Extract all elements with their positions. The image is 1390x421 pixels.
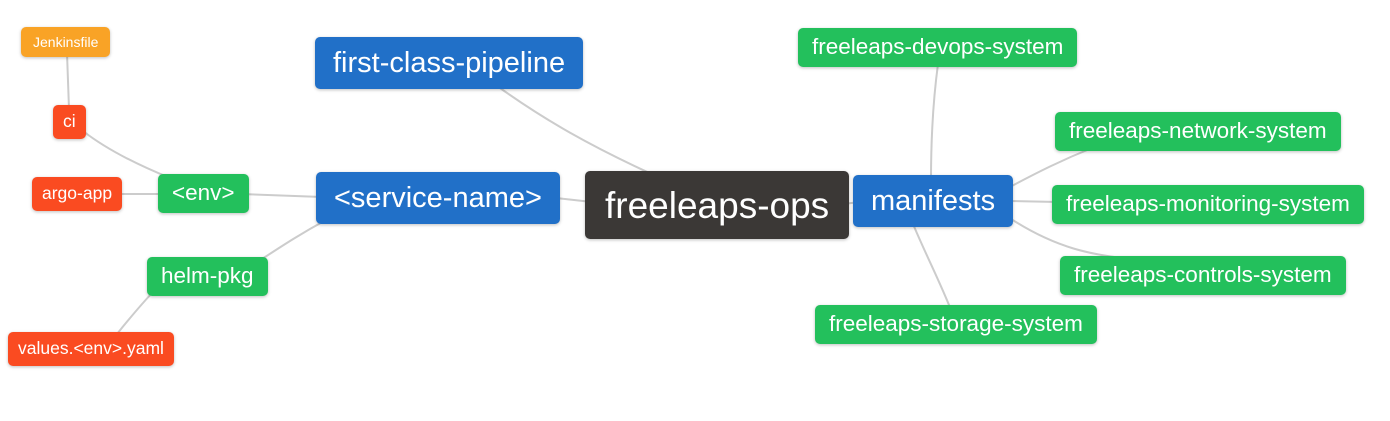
node-freeleaps-storage-system[interactable]: freeleaps-storage-system [815, 305, 1097, 344]
node-argo-app[interactable]: argo-app [32, 177, 123, 211]
node-values-env-yaml[interactable]: values.<env>.yaml [8, 332, 174, 366]
node-ci[interactable]: ci [53, 105, 86, 139]
edge-pipeline-freeleaps-ops [499, 87, 657, 177]
edge-manifests-monitoring-system [1007, 200, 1059, 203]
node-first-class-pipeline[interactable]: first-class-pipeline [315, 37, 584, 89]
node-jenkinsfile[interactable]: Jenkinsfile [21, 27, 111, 57]
edge-ci-env [82, 130, 171, 179]
node-freeleaps-controls-system[interactable]: freeleaps-controls-system [1060, 256, 1346, 295]
node-freeleaps-ops[interactable]: freeleaps-ops [585, 171, 850, 239]
node-freeleaps-network-system[interactable]: freeleaps-network-system [1055, 112, 1341, 151]
node-manifests[interactable]: manifests [853, 175, 1014, 227]
edge-values-helm-pkg [116, 292, 153, 335]
node-freeleaps-devops-system[interactable]: freeleaps-devops-system [798, 28, 1078, 67]
node-freeleaps-monitoring-system[interactable]: freeleaps-monitoring-system [1052, 185, 1364, 224]
edge-manifests-storage-system [912, 223, 952, 311]
edge-jenkinsfile-ci [66, 52, 70, 110]
edge-helm-pkg-service-name [261, 219, 327, 260]
edge-manifests-devops-system [930, 63, 939, 181]
node-env[interactable]: <env> [158, 174, 249, 213]
node-helm-pkg[interactable]: helm-pkg [147, 257, 268, 296]
edge-env-service-name [239, 193, 323, 198]
edge-manifests-network-system [1007, 147, 1093, 189]
node-service-name[interactable]: <service-name> [316, 172, 560, 224]
